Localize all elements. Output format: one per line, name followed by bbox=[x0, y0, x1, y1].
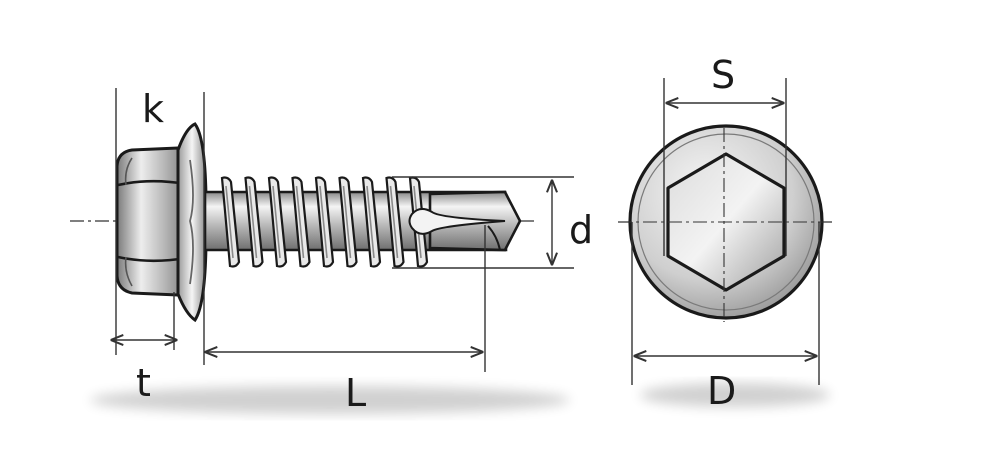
label-t: t bbox=[136, 361, 151, 405]
label-D: D bbox=[707, 369, 736, 413]
thread-shade bbox=[342, 185, 352, 259]
label-d: d bbox=[569, 208, 593, 252]
flange-serration bbox=[189, 159, 194, 285]
label-S: S bbox=[711, 53, 735, 97]
thread-shade bbox=[319, 185, 328, 259]
drill-flute bbox=[408, 208, 506, 235]
drill-flute-2 bbox=[487, 225, 501, 251]
thread-shade bbox=[295, 185, 305, 259]
thread-crest bbox=[267, 176, 288, 268]
thread-crest bbox=[244, 176, 264, 268]
dimensions-side bbox=[112, 88, 574, 372]
screw-end-view bbox=[618, 124, 832, 322]
thread-crest bbox=[220, 176, 241, 268]
thread-crest bbox=[314, 176, 335, 268]
flange-washer bbox=[176, 122, 208, 323]
label-L: L bbox=[345, 371, 366, 415]
thread-crest bbox=[291, 176, 311, 268]
hex-head-chamfer bbox=[124, 157, 133, 287]
dimensions-end bbox=[631, 78, 820, 385]
thread-shade bbox=[225, 185, 234, 259]
label-k: k bbox=[142, 87, 164, 131]
screw-side-view bbox=[70, 122, 535, 323]
thread-crests bbox=[220, 176, 429, 268]
thread-shade bbox=[366, 185, 375, 259]
thread-crest bbox=[361, 176, 382, 268]
thread-shade bbox=[272, 185, 281, 259]
shadows bbox=[90, 383, 830, 414]
thread-crest bbox=[338, 176, 358, 268]
thread-shade bbox=[389, 185, 399, 259]
thread-shade bbox=[248, 185, 258, 259]
thread-crest bbox=[385, 176, 405, 268]
